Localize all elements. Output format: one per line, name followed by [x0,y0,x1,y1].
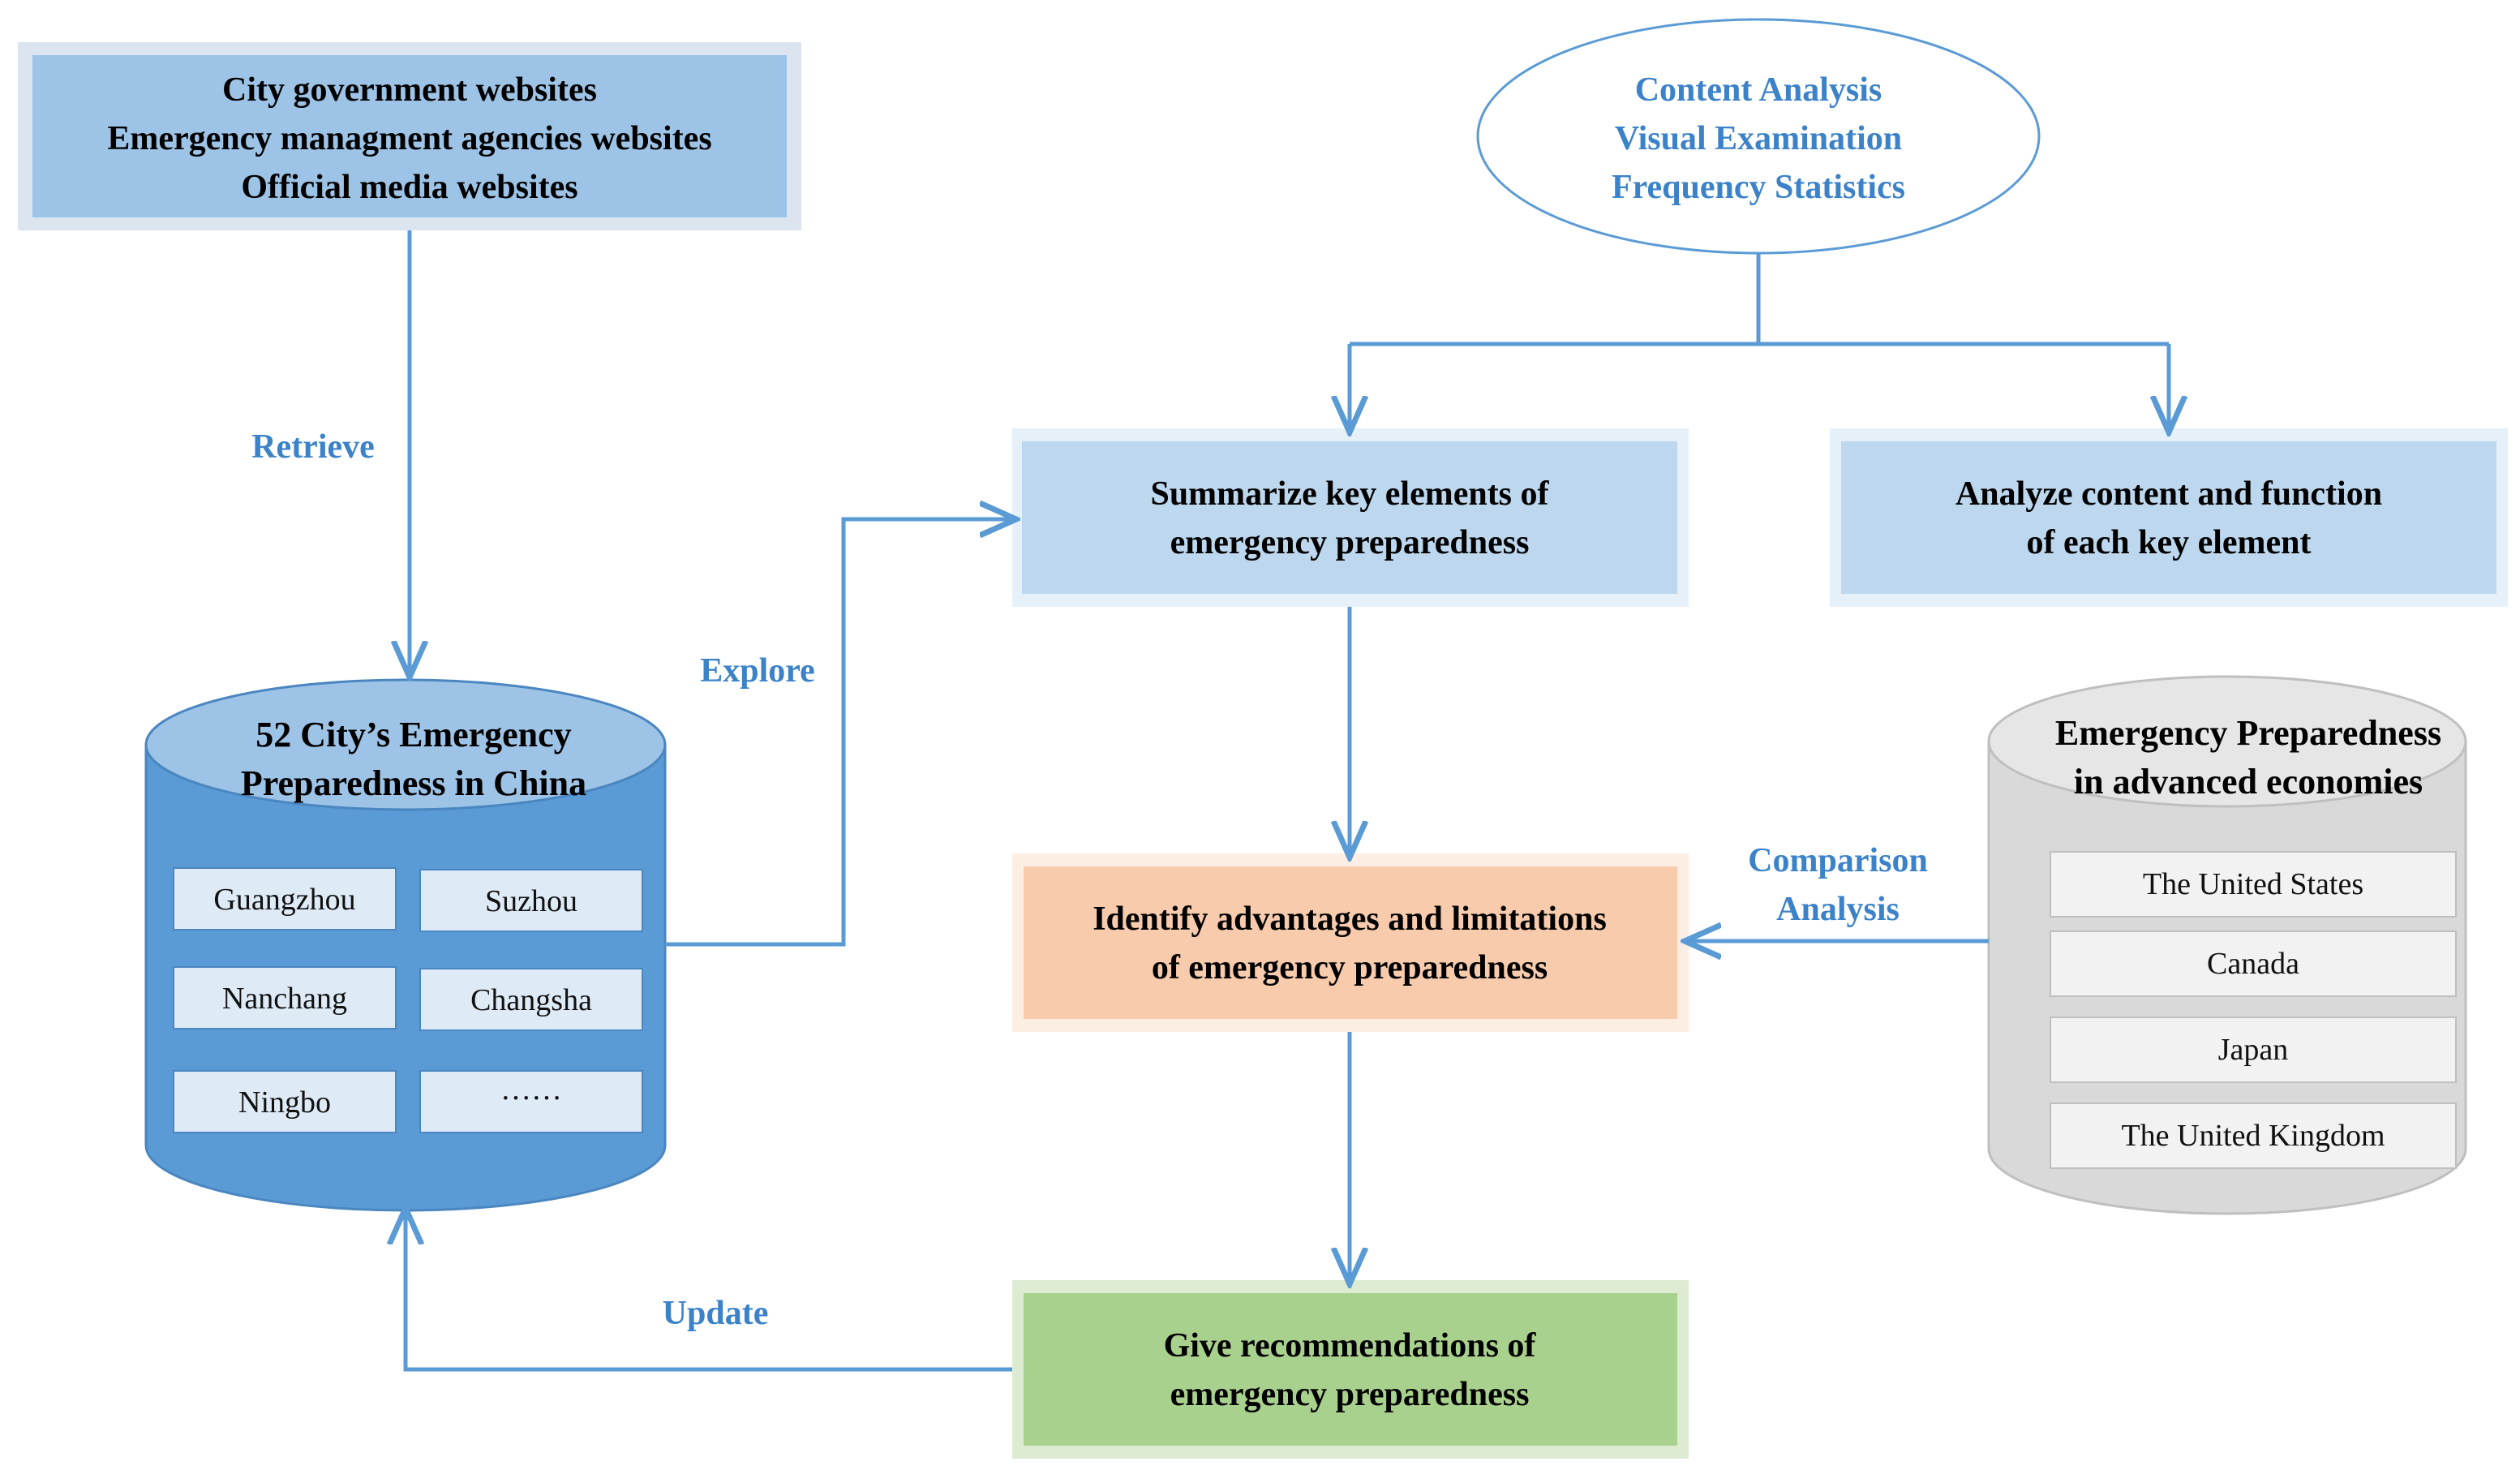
source-line-2: Emergency managment agencies websites [107,120,711,157]
recommendations-box: Give recommendations of emergency prepar… [1012,1280,1689,1459]
analyze-line-2: of each key element [2026,524,2311,561]
source-line-1: City government websites [222,71,597,109]
city-label: Changsha [470,983,592,1017]
source-line-3: Official media websites [241,169,577,206]
methods-ellipse: Content Analysis Visual Examination Freq… [1476,18,2041,255]
city-item-more: ······ [419,1070,643,1133]
city-item-ningbo: Ningbo [173,1070,397,1133]
china-db-title-line-2: Preparedness in China [241,763,586,803]
city-label: Ningbo [238,1085,331,1120]
country-item-united-kingdom: The United Kingdom [2050,1102,2457,1169]
city-label: Suzhou [485,884,577,918]
label-retrieve: Retrieve [251,428,375,466]
label-comparison-line-2: Analysis [1776,891,1900,928]
method-visual-examination: Visual Examination [1615,120,1902,157]
city-item-guangzhou: Guangzhou [173,867,397,931]
summarize-line-2: emergency preparedness [1170,524,1530,561]
connectors [406,230,2169,1372]
arrow-explore [665,519,1012,947]
analyze-box: Analyze content and function of each key… [1830,428,2508,607]
identify-line-2: of emergency preparedness [1152,949,1548,986]
method-content-analysis: Content Analysis [1635,71,1882,109]
country-label: The United States [2143,867,2363,901]
country-item-united-states: The United States [2050,851,2457,918]
advanced-economies-database: Emergency Preparedness in advanced econo… [1987,675,2467,1215]
advanced-db-title-line-2: in advanced economies [2074,762,2423,802]
city-label: Guangzhou [213,883,355,917]
label-explore: Explore [700,652,815,690]
country-item-canada: Canada [2050,931,2457,997]
country-label: The United Kingdom [2121,1119,2385,1153]
country-item-japan: Japan [2050,1017,2457,1083]
city-item-suzhou: Suzhou [419,869,643,932]
china-cities-database: 52 City’s Emergency Preparedness in Chin… [144,678,667,1212]
analyze-line-1: Analyze content and function [1955,475,2382,513]
identify-line-1: Identify advantages and limitations [1093,900,1607,938]
country-label: Canada [2207,947,2299,981]
arrow-update [406,1212,1012,1372]
method-frequency-statistics: Frequency Statistics [1612,169,1905,206]
recommend-line-2: emergency preparedness [1170,1376,1530,1413]
identify-box: Identify advantages and limitations of e… [1012,853,1689,1032]
summarize-box: Summarize key elements of emergency prep… [1012,428,1689,607]
label-update: Update [663,1295,769,1332]
china-db-title-line-1: 52 City’s Emergency [255,715,571,754]
city-label: ······ [500,1081,562,1115]
label-comparison-line-1: Comparison [1748,842,1928,879]
country-label: Japan [2218,1033,2289,1067]
city-item-nanchang: Nanchang [173,966,397,1029]
advanced-db-title-line-1: Emergency Preparedness [2055,713,2441,753]
arrow-to-summarize [1350,342,2169,428]
summarize-line-1: Summarize key elements of [1150,475,1549,513]
recommend-line-1: Give recommendations of [1164,1327,1537,1365]
city-item-changsha: Changsha [419,968,643,1031]
city-label: Nanchang [222,982,347,1016]
source-websites-box: City government websites Emergency manag… [18,42,801,230]
